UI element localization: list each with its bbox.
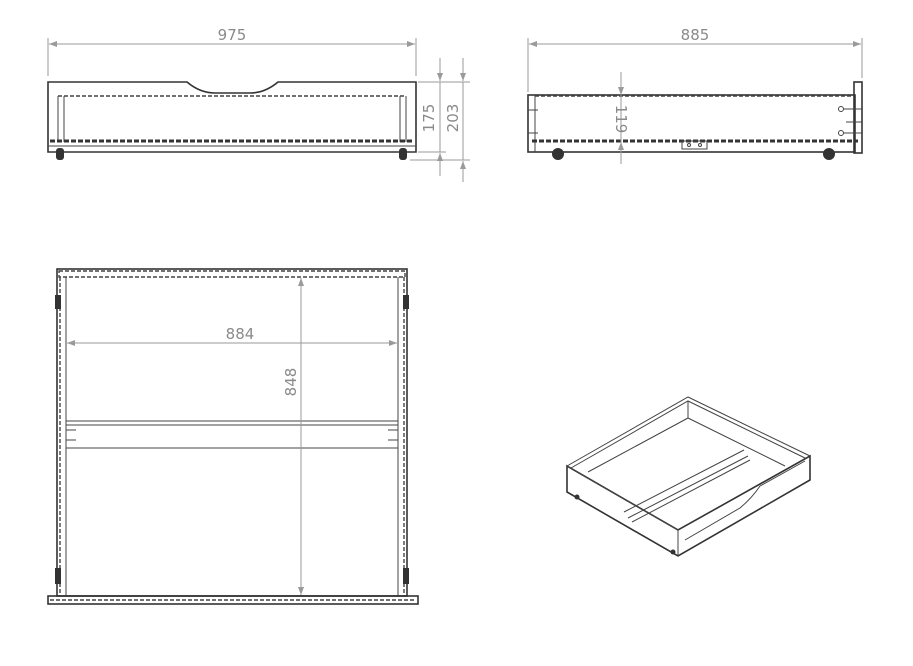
- side-view: 885 119: [527, 26, 863, 164]
- isometric-view: [566, 396, 811, 557]
- front-view: 975 175 203: [47, 26, 470, 182]
- dimension-label: 175: [420, 104, 438, 133]
- dimension-label: 848: [282, 368, 300, 397]
- dimension-label: 119: [612, 105, 630, 134]
- top-view: 884 848: [47, 268, 419, 605]
- dimension-label: 885: [681, 26, 710, 44]
- dimension-label: 884: [226, 325, 255, 343]
- dimension-label: 203: [444, 104, 462, 133]
- dimension-label: 975: [218, 26, 247, 44]
